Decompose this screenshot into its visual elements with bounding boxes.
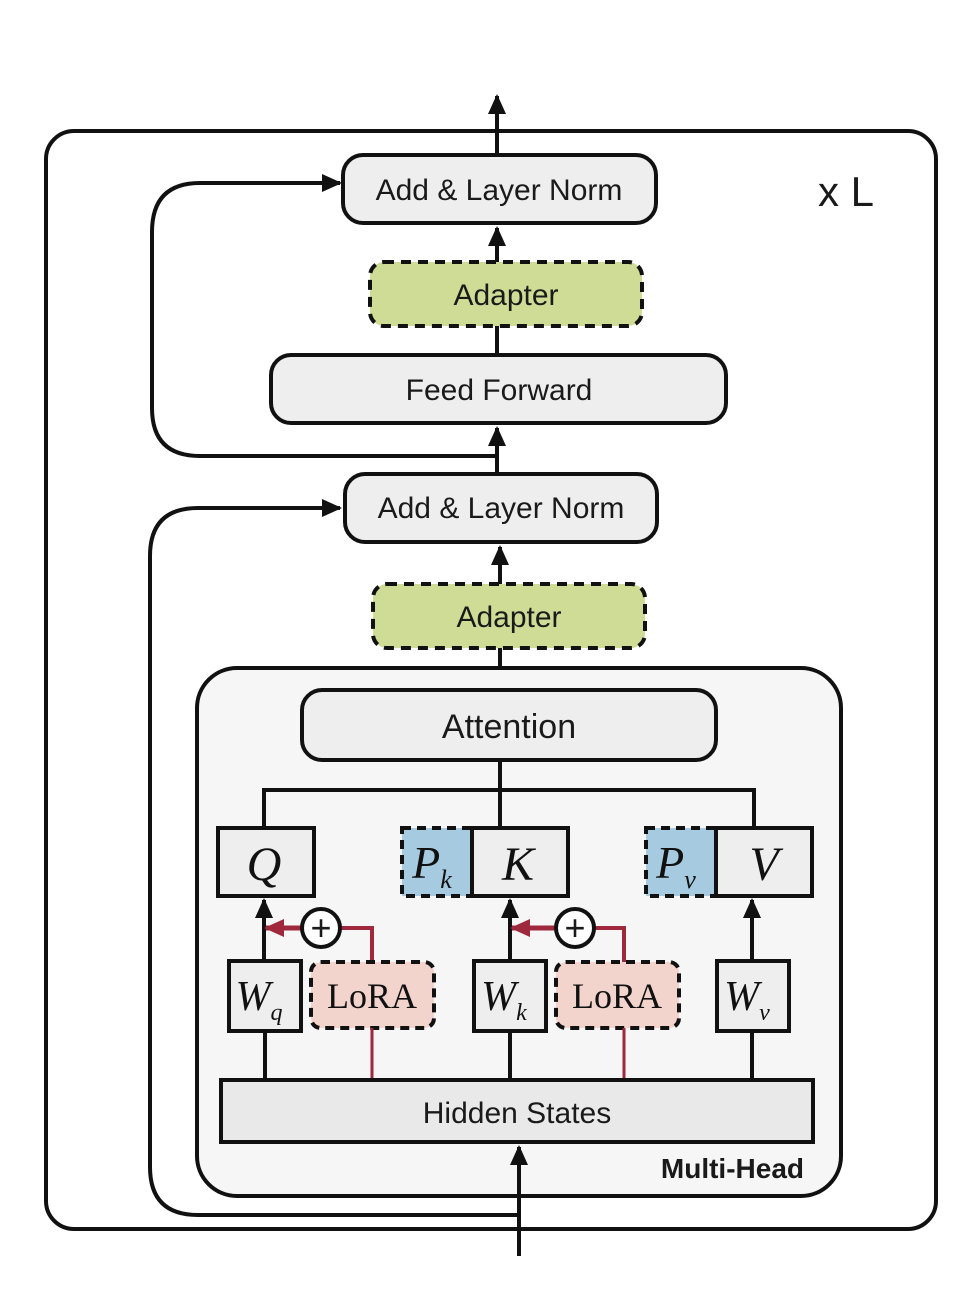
svg-text:Pk: Pk [411, 837, 452, 894]
svg-text:Adapter: Adapter [453, 279, 558, 312]
svg-text:Wk: Wk [481, 974, 527, 1026]
attention-block: Attention [300, 688, 718, 762]
query-block: Q [216, 826, 316, 898]
lower-residual-connection [148, 499, 519, 1217]
svg-text:Q: Q [247, 838, 282, 891]
lora-q-block: LoRA [309, 960, 436, 1030]
svg-text:Pv: Pv [655, 837, 696, 894]
svg-text:Feed Forward: Feed Forward [406, 374, 593, 407]
hidden-state-feeds [263, 1028, 754, 1080]
layer-container [44, 129, 938, 1231]
svg-text:Add & Layer Norm: Add & Layer Norm [376, 174, 623, 207]
key-block: K [470, 826, 570, 898]
repeat-label: x L [818, 168, 874, 215]
svg-text:+: + [310, 907, 331, 948]
svg-text:LoRA: LoRA [572, 976, 662, 1016]
upper-residual-connection [150, 174, 497, 458]
svg-text:+: + [564, 907, 585, 948]
plus-icon-k: + [554, 907, 596, 949]
svg-text:LoRA: LoRA [327, 976, 417, 1016]
prefix-key-block: Pk [400, 826, 474, 898]
svg-text:K: K [501, 838, 537, 891]
svg-text:V: V [749, 838, 783, 891]
upper-add-layer-norm: Add & Layer Norm [341, 153, 658, 225]
upper-adapter: Adapter [368, 260, 644, 328]
svg-text:Hidden States: Hidden States [423, 1097, 611, 1130]
svg-text:Adapter: Adapter [456, 601, 561, 634]
feed-forward-block: Feed Forward [269, 353, 728, 425]
lora-k-path [594, 926, 626, 962]
plus-icon-q: + [300, 907, 342, 949]
svg-text:Attention: Attention [442, 708, 576, 746]
hidden-states-block: Hidden States [219, 1078, 815, 1144]
wv-block: Wv [715, 959, 791, 1033]
multi-head-label: Multi-Head [661, 1153, 804, 1184]
svg-text:Wv: Wv [724, 974, 770, 1026]
lower-adapter: Adapter [371, 582, 647, 650]
prefix-value-block: Pv [644, 826, 718, 898]
lora-k-block: LoRA [554, 960, 681, 1030]
wk-block: Wk [472, 959, 548, 1033]
svg-text:Add & Layer Norm: Add & Layer Norm [378, 492, 625, 525]
svg-text:Wq: Wq [236, 974, 283, 1026]
qkv-bus [262, 760, 756, 828]
value-block: V [714, 826, 814, 898]
lower-add-layer-norm: Add & Layer Norm [343, 472, 659, 544]
lora-q-path [340, 926, 374, 962]
wq-block: Wq [227, 959, 303, 1033]
